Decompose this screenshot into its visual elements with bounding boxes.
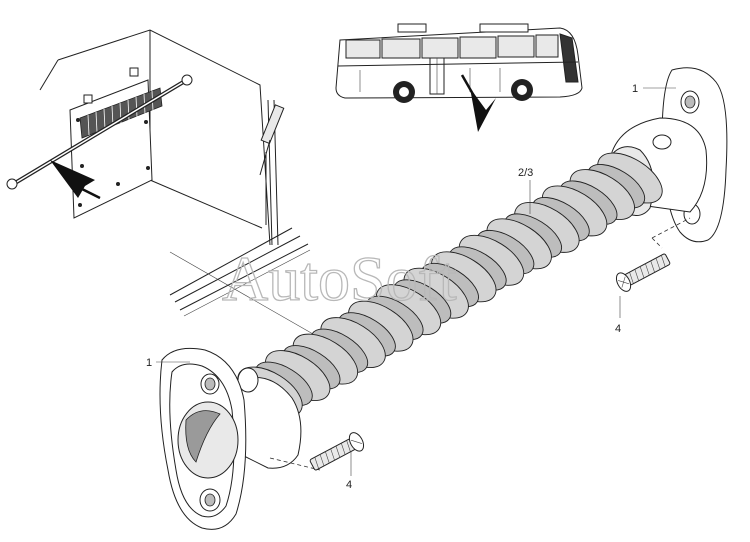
watermark: AutoSoft	[222, 243, 457, 314]
leader-cutaway	[169, 251, 321, 339]
callouts: 1 2/3 4 1 4	[146, 83, 676, 491]
screw-left	[309, 432, 365, 471]
callout-left-screw: 4	[346, 479, 352, 491]
callout-bellows: 2/3	[518, 167, 533, 179]
bus-body-cutaway	[6, 29, 311, 317]
bus-side-view	[335, 23, 583, 132]
callout-right-screw: 4	[615, 323, 621, 335]
location-arrow-left	[50, 160, 101, 200]
callout-top-flange: 1	[632, 83, 638, 95]
gas-strut	[260, 104, 285, 145]
bottom-flange	[159, 347, 302, 530]
support-rod	[6, 74, 193, 190]
screw-right	[615, 253, 671, 292]
callout-bottom-flange: 1	[146, 357, 152, 369]
location-arrow-bus	[460, 74, 496, 132]
